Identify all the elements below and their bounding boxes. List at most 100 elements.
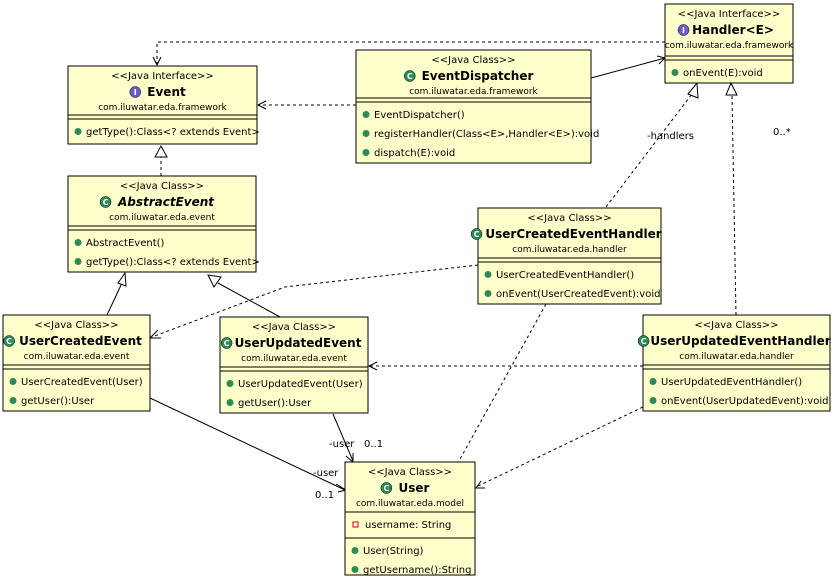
realization-head (725, 81, 738, 96)
stereotype-label: <<Java Interface>> (111, 71, 214, 82)
class-name: UserUpdatedEventHandler (650, 334, 830, 348)
package-name: com.iluwatar.eda.handler (512, 245, 627, 255)
user-updated-event-extends (217, 282, 281, 318)
class-box-frame (642, 314, 831, 412)
user-updated-handler-realizes (731, 94, 737, 316)
package-name: com.iluwatar.eda.framework (409, 87, 538, 97)
stereotype-label: <<Java Class>> (34, 320, 118, 331)
abstract-class-icon (99, 196, 112, 208)
stereotype-label: <<Java Class>> (120, 181, 204, 192)
class-box-frame (344, 461, 476, 576)
generalization-head (117, 271, 127, 287)
updated-user-multiplicity-label: 0..1 (364, 439, 383, 450)
public-method-icon (649, 397, 657, 404)
created-user-multiplicity-label: 0..1 (315, 490, 334, 501)
icon-glyph: C (103, 198, 109, 207)
method-item: onEvent(UserCreatedEvent):void (496, 289, 660, 300)
updated-event-user-association (332, 413, 354, 462)
method-item: onEvent(UserUpdatedEvent):void (661, 396, 828, 407)
public-method-icon (362, 130, 370, 137)
icon-glyph: I (134, 88, 137, 97)
public-method-icon (9, 397, 17, 404)
icon-glyph: C (407, 72, 413, 81)
stereotype-label: <<Java Class>> (368, 467, 452, 478)
method-item: UserCreatedEventHandler() (496, 270, 634, 281)
class-name: AbstractEvent (117, 195, 215, 209)
public-method-icon (351, 566, 359, 573)
icon-glyph: I (682, 26, 685, 35)
field-item: username: String (365, 520, 451, 531)
stereotype-label: <<Java Class>> (431, 55, 515, 66)
public-method-icon (74, 258, 82, 265)
class-icon (637, 335, 650, 347)
user-updated-event-class-box[interactable]: <<Java Class>> C UserUpdatedEvent com.iluwa… (219, 316, 369, 414)
method-item: UserUpdatedEvent(User) (238, 379, 363, 390)
method-item: registerHandler(Class<E>,Handler<E>):voi… (374, 129, 599, 140)
user-created-event-extends (106, 282, 123, 316)
dispatcher-handler-association (590, 57, 666, 79)
method-item: dispatch(E):void (374, 148, 455, 159)
method-item: UserUpdatedEventHandler() (661, 377, 802, 388)
created-handler-uses-created-event (151, 264, 479, 338)
method-item: getType():Class<? extends Event> (86, 127, 260, 138)
icon-glyph: C (224, 339, 230, 348)
stereotype-label: <<Java Class>> (527, 213, 611, 224)
class-box-frame (664, 3, 794, 84)
package-name: com.iluwatar.eda.event (241, 354, 347, 364)
realization-head (687, 81, 699, 99)
icon-glyph: C (6, 337, 12, 346)
class-name: User (399, 481, 430, 495)
class-icon (3, 335, 15, 347)
public-method-icon (9, 378, 17, 385)
public-method-icon (74, 239, 82, 246)
arrow-head (152, 56, 162, 67)
class-name: UserUpdatedEvent (235, 336, 362, 350)
interface-icon (129, 86, 141, 98)
class-icon (404, 70, 416, 82)
icon-glyph: C (474, 230, 480, 239)
class-name: UserCreatedEventHandler (485, 227, 661, 241)
class-box-frame (67, 175, 257, 273)
class-name: Event (147, 85, 186, 99)
private-field-icon (352, 521, 359, 528)
class-box-frame (67, 65, 258, 145)
generalization-head (207, 274, 222, 288)
public-method-icon (649, 378, 657, 385)
package-name: com.iluwatar.eda.framework (665, 41, 794, 51)
method-item: getUser():User (238, 398, 312, 409)
method-item: onEvent(E):void (683, 68, 763, 79)
user-created-handler-realizes (605, 93, 693, 208)
class-box-frame (477, 207, 662, 305)
public-method-icon (226, 399, 234, 406)
method-item: User(String) (363, 546, 424, 557)
class-icon (380, 482, 393, 494)
public-method-icon (671, 69, 679, 76)
interface-icon (677, 24, 690, 36)
stereotype-label: <<Java Interface>> (678, 9, 781, 20)
class-box-frame (355, 49, 592, 164)
created-event-user-association (149, 397, 346, 491)
arrow-head (367, 361, 378, 371)
handler-event-dependency (156, 41, 665, 64)
package-name: com.iluwatar.eda.model (356, 499, 464, 509)
public-method-icon (226, 380, 234, 387)
stereotype-label: <<Java Class>> (252, 322, 336, 333)
method-item: getUsername():String (363, 565, 471, 576)
class-name: Handler<E> (692, 23, 774, 37)
public-method-icon (362, 149, 370, 156)
public-method-icon (362, 111, 370, 118)
class-icon (220, 337, 233, 349)
handler-class-box[interactable]: <<Java Interface>> I Handler<E> com.iluwata… (664, 3, 794, 84)
user-created-event-handler-class-box[interactable]: <<Java Class>> C UserCreatedEventHandler co… (470, 207, 662, 305)
arrow-head (475, 480, 485, 489)
created-user-role-label: -user (313, 468, 339, 479)
icon-glyph: C (641, 337, 647, 346)
class-box-frame (2, 314, 151, 412)
